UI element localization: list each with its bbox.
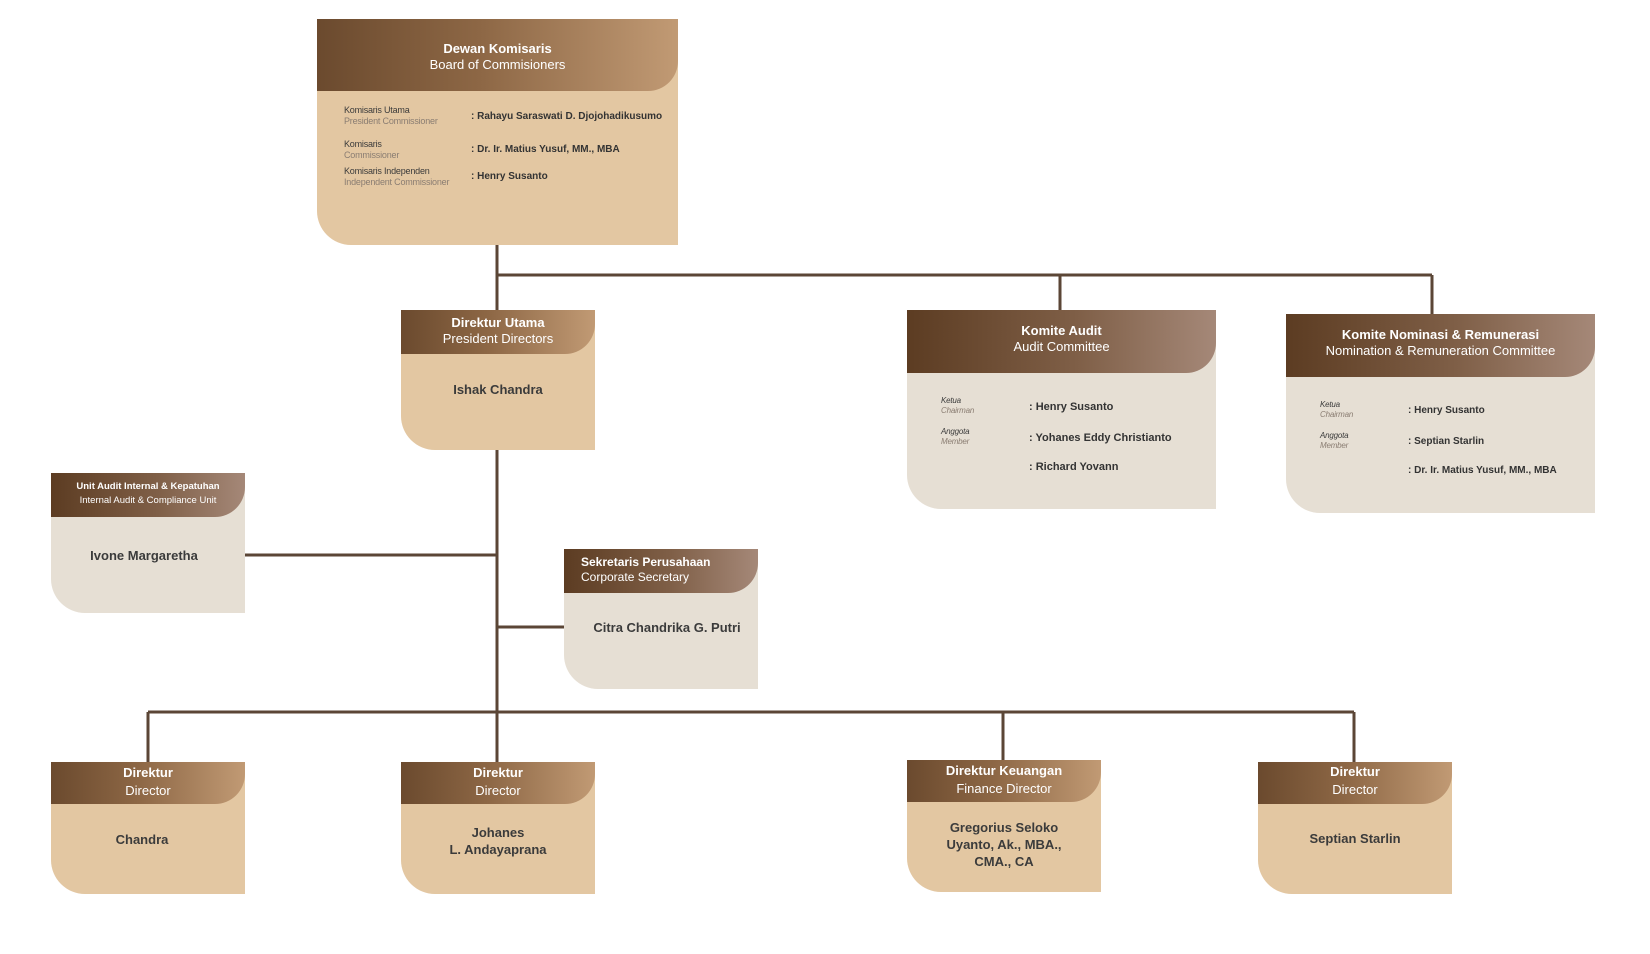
director-1-title: Direktur xyxy=(123,765,173,780)
president-director-box: Direktur Utama President Directors Ishak… xyxy=(401,310,595,450)
audit-row-chairman: Ketua Chairman : Henry Susanto xyxy=(907,396,1216,420)
audit-row-member-1: Anggota Member : Yohanes Eddy Christiant… xyxy=(907,427,1216,451)
row-value: : Dr. Ir. Matius Yusuf, MM., MBA xyxy=(471,144,620,155)
internal-audit-box: Unit Audit Internal & Kepatuhan Internal… xyxy=(51,473,245,613)
corporate-secretary-header: Sekretaris Perusahaan Corporate Secretar… xyxy=(564,549,758,593)
director-2-title: Direktur xyxy=(473,765,523,780)
row-value: : Henry Susanto xyxy=(1029,401,1114,413)
director-name-line: Johanes xyxy=(471,825,525,840)
nomination-committee-header: Komite Nominasi & Remunerasi Nomination … xyxy=(1286,314,1595,377)
finance-director-header: Direktur Keuangan Finance Director xyxy=(907,760,1101,802)
finance-director-subtitle: Finance Director xyxy=(956,781,1052,797)
audit-committee-header: Komite Audit Audit Committee xyxy=(907,310,1216,373)
director-4-subtitle: Director xyxy=(1332,782,1378,798)
board-of-commissioners-box: Dewan Komisaris Board of Commisioners Ko… xyxy=(317,19,678,245)
row-label: Komisaris xyxy=(344,139,382,149)
board-title: Dewan Komisaris xyxy=(443,41,552,56)
row-label-en: Commissioner xyxy=(344,150,400,160)
director-name-line: L. Andayaprana xyxy=(449,841,547,857)
director-name-line: Uyanto, Ak., MBA., xyxy=(946,836,1062,852)
board-row-commissioner: Komisaris Commissioner : Dr. Ir. Matius … xyxy=(317,139,678,163)
internal-audit-header: Unit Audit Internal & Kepatuhan Internal… xyxy=(51,473,245,517)
director-2-header: Direktur Director xyxy=(401,762,595,804)
director-box-4: Direktur Director Septian Starlin xyxy=(1258,762,1452,894)
nomination-row-member-1: Anggota Member : Septian Starlin xyxy=(1286,431,1595,455)
row-label-en: Member xyxy=(941,437,970,446)
audit-committee-subtitle: Audit Committee xyxy=(1013,339,1110,355)
row-value: : Rahayu Saraswati D. Djojohadikusumo xyxy=(471,111,663,122)
row-value: : Richard Yovann xyxy=(1029,461,1119,473)
finance-director-title: Direktur Keuangan xyxy=(945,763,1063,778)
director-2-subtitle: Director xyxy=(475,783,521,799)
corporate-secretary-name: Citra Chandrika G. Putri xyxy=(593,620,741,635)
internal-audit-subtitle: Internal Audit & Compliance Unit xyxy=(79,494,217,506)
director-4-title: Direktur xyxy=(1330,764,1380,779)
internal-audit-title: Unit Audit Internal & Kepatuhan xyxy=(76,481,220,492)
row-label-en: Chairman xyxy=(941,406,975,415)
director-name-line: Chandra xyxy=(115,832,169,847)
row-label: Ketua xyxy=(941,396,961,405)
row-value: : Yohanes Eddy Christianto xyxy=(1029,432,1172,444)
director-1-name: Chandra xyxy=(39,832,245,849)
board-row-president-commissioner: Komisaris Utama President Commissioner :… xyxy=(317,105,678,129)
president-header: Direktur Utama President Directors xyxy=(401,310,595,354)
internal-audit-name: Ivone Margaretha xyxy=(90,548,198,563)
board-header: Dewan Komisaris Board of Commisioners xyxy=(317,19,678,91)
row-value: : Henry Susanto xyxy=(471,171,548,182)
director-1-subtitle: Director xyxy=(125,783,171,799)
corporate-secretary-subtitle: Corporate Secretary xyxy=(581,570,690,584)
nomination-committee-box: Komite Nominasi & Remunerasi Nomination … xyxy=(1286,314,1595,513)
director-box-1: Direktur Director Chandra xyxy=(51,762,245,894)
row-value: : Dr. Ir. Matius Yusuf, MM., MBA xyxy=(1408,465,1557,476)
row-label: Komisaris Independen xyxy=(344,166,430,176)
nomination-committee-subtitle: Nomination & Remuneration Committee xyxy=(1325,343,1556,359)
director-box-2: Direktur Director Johanes L. Andayaprana xyxy=(401,762,595,894)
director-4-header: Direktur Director xyxy=(1258,762,1452,804)
corporate-secretary-box: Sekretaris Perusahaan Corporate Secretar… xyxy=(564,549,758,689)
president-name: Ishak Chandra xyxy=(453,382,543,397)
finance-director-name: Gregorius Seloko Uyanto, Ak., MBA., CMA.… xyxy=(907,820,1101,871)
director-1-header: Direktur Director xyxy=(51,762,245,804)
row-label: Anggota xyxy=(1320,431,1349,440)
president-title: Direktur Utama xyxy=(451,315,545,330)
director-name-line: Septian Starlin xyxy=(1309,831,1401,846)
finance-director-box: Direktur Keuangan Finance Director Grego… xyxy=(907,760,1101,892)
row-label-en: President Commissioner xyxy=(344,116,438,126)
row-value: : Septian Starlin xyxy=(1408,436,1485,447)
board-row-independent-commissioner: Komisaris Independen Independent Commiss… xyxy=(317,166,678,190)
president-subtitle: President Directors xyxy=(442,331,554,347)
row-value: : Henry Susanto xyxy=(1408,405,1485,416)
row-label-en: Chairman xyxy=(1320,410,1354,419)
nomination-row-member-2: : Dr. Ir. Matius Yusuf, MM., MBA xyxy=(1286,460,1595,484)
nomination-committee-title: Komite Nominasi & Remunerasi xyxy=(1341,327,1540,342)
nomination-row-chairman: Ketua Chairman : Henry Susanto xyxy=(1286,400,1595,424)
audit-row-member-2: : Richard Yovann xyxy=(907,456,1216,480)
board-subtitle: Board of Commisioners xyxy=(429,57,566,73)
director-name-line: CMA., CA xyxy=(974,853,1034,869)
row-label-en: Independent Commissioner xyxy=(344,177,450,187)
corporate-secretary-title: Sekretaris Perusahaan xyxy=(581,555,711,569)
audit-committee-title: Komite Audit xyxy=(1021,323,1102,338)
audit-committee-box: Komite Audit Audit Committee Ketua Chair… xyxy=(907,310,1216,509)
row-label: Ketua xyxy=(1320,400,1340,409)
row-label: Anggota xyxy=(941,427,970,436)
row-label: Komisaris Utama xyxy=(344,105,410,115)
row-label-en: Member xyxy=(1320,441,1349,450)
director-2-name: Johanes L. Andayaprana xyxy=(401,825,595,859)
director-name-line: Gregorius Seloko xyxy=(949,820,1059,835)
director-4-name: Septian Starlin xyxy=(1258,831,1452,848)
